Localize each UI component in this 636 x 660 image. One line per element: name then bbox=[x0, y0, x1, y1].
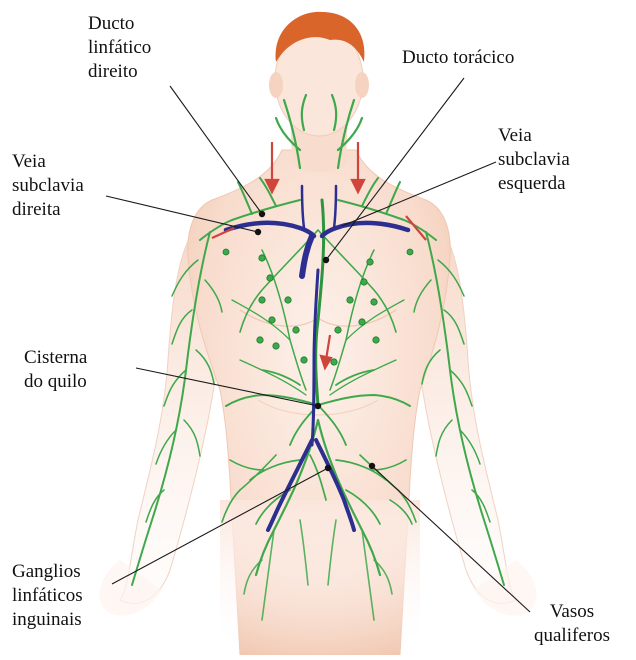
label-line: qualiferos bbox=[534, 624, 610, 648]
label-line: do quilo bbox=[24, 370, 87, 394]
lymph-node bbox=[367, 259, 373, 265]
label-line: linfático bbox=[88, 36, 151, 60]
lymph-node bbox=[269, 317, 275, 323]
label-line: linfáticos bbox=[12, 584, 83, 608]
lymph-node bbox=[331, 359, 337, 365]
lymph-node bbox=[223, 249, 229, 255]
lymph-node bbox=[301, 357, 307, 363]
lymph-node bbox=[361, 279, 367, 285]
lymph-node bbox=[259, 297, 265, 303]
label-cisterna-do-quilo: Cisterna do quilo bbox=[24, 346, 87, 394]
label-line: Ganglios bbox=[12, 560, 83, 584]
lymph-node bbox=[371, 299, 377, 305]
lymph-node bbox=[347, 297, 353, 303]
right-ear bbox=[355, 72, 369, 98]
label-line: Ducto bbox=[88, 12, 151, 36]
label-ducto-linfatico-direito: Ducto linfático direito bbox=[88, 12, 151, 84]
lymph-node bbox=[373, 337, 379, 343]
lymph-node bbox=[257, 337, 263, 343]
left-ear bbox=[269, 72, 283, 98]
label-line: Ducto torácico bbox=[402, 46, 514, 70]
label-veia-subclavia-esquerda: Veia subclavia esquerda bbox=[498, 124, 570, 196]
leader-ducto-linfatico bbox=[170, 86, 262, 214]
lymph-node bbox=[407, 249, 413, 255]
label-line: Veia bbox=[498, 124, 570, 148]
lymph-node bbox=[293, 327, 299, 333]
label-line: subclavia bbox=[12, 174, 84, 198]
label-veia-subclavia-direita: Veia subclavia direita bbox=[12, 150, 84, 222]
label-line: inguinais bbox=[12, 608, 83, 632]
label-line: subclavia bbox=[498, 148, 570, 172]
lymph-node bbox=[285, 297, 291, 303]
label-vasos-qualiferos: Vasos qualiferos bbox=[534, 600, 610, 648]
label-line: Veia bbox=[12, 150, 84, 174]
label-line: direito bbox=[88, 60, 151, 84]
label-ganglios-linfaticos-inguinais: Ganglios linfáticos inguinais bbox=[12, 560, 83, 632]
lymph-node bbox=[359, 319, 365, 325]
label-line: esquerda bbox=[498, 172, 570, 196]
label-line: Vasos bbox=[534, 600, 610, 624]
lymph-node bbox=[273, 343, 279, 349]
label-line: Cisterna bbox=[24, 346, 87, 370]
lower-fade bbox=[220, 500, 420, 655]
lymph-node bbox=[259, 255, 265, 261]
label-ducto-toracico: Ducto torácico bbox=[402, 46, 514, 70]
lymph-node bbox=[335, 327, 341, 333]
label-line: direita bbox=[12, 198, 84, 222]
lymph-node bbox=[267, 275, 273, 281]
